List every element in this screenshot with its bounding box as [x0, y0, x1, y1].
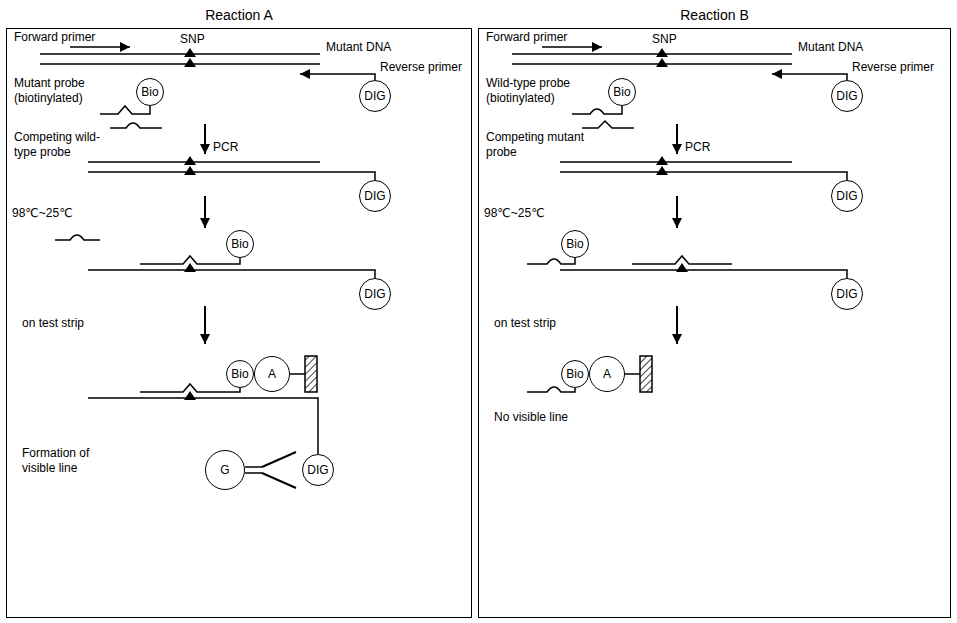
label-circle: DIG	[359, 80, 391, 112]
label-circle: Bio	[561, 360, 589, 388]
label-circle: Bio	[136, 78, 164, 106]
annotation-label: No visible line	[494, 410, 568, 425]
circle-label: DIG	[364, 90, 385, 102]
label-circle: DIG	[831, 180, 863, 212]
circle-label: G	[220, 464, 229, 476]
annotation-label: Wild-type probe (biotinylated)	[486, 76, 596, 106]
annotation-label: Forward primer	[486, 30, 567, 45]
annotation-label: 98℃~25℃	[12, 206, 73, 221]
circle-label: Bio	[613, 86, 630, 98]
annotation-label: PCR	[213, 140, 238, 155]
label-circle: DIG	[831, 278, 863, 310]
annotation-label: Formation of visible line	[22, 446, 112, 476]
label-circle: DIG	[831, 80, 863, 112]
annotation-label: Competing mutant probe	[486, 130, 586, 160]
annotation-label: PCR	[685, 140, 710, 155]
circle-label: DIG	[364, 190, 385, 202]
label-circle: Bio	[226, 360, 254, 388]
label-circle: G	[205, 450, 245, 490]
circle-label: DIG	[836, 288, 857, 300]
annotation-label: SNP	[652, 32, 677, 47]
annotation-label: 98℃~25℃	[484, 206, 545, 221]
annotation-label: on test strip	[22, 316, 84, 331]
label-circle: Bio	[608, 78, 636, 106]
panel-heading: Reaction A	[7, 7, 471, 23]
annotation-label: Reverse primer	[852, 60, 934, 75]
label-circle: A	[254, 356, 290, 392]
circle-label: A	[603, 368, 611, 380]
label-circle: DIG	[359, 180, 391, 212]
circle-label: DIG	[836, 90, 857, 102]
circle-label: DIG	[364, 288, 385, 300]
annotation-label: Forward primer	[14, 30, 95, 45]
label-circle: DIG	[359, 278, 391, 310]
circle-label: Bio	[566, 238, 583, 250]
circle-label: Bio	[231, 238, 248, 250]
circle-label: Bio	[141, 86, 158, 98]
annotation-label: Mutant probe (biotinylated)	[14, 76, 114, 106]
circle-label: A	[268, 368, 276, 380]
panel-heading: Reaction B	[479, 7, 950, 23]
label-circle: A	[589, 356, 625, 392]
circle-label: Bio	[566, 368, 583, 380]
reaction-b-art	[512, 47, 847, 392]
annotation-label: Mutant DNA	[798, 40, 863, 55]
annotation-label: Competing wild-type probe	[14, 130, 114, 160]
label-circle: Bio	[226, 230, 254, 258]
annotation-label: Reverse primer	[380, 60, 462, 75]
circle-label: DIG	[307, 464, 328, 476]
reaction-a-art	[40, 47, 375, 488]
annotation-label: on test strip	[494, 316, 556, 331]
annotation-label: Mutant DNA	[326, 40, 391, 55]
annotation-label: SNP	[180, 32, 205, 47]
label-circle: DIG	[302, 454, 334, 486]
circle-label: DIG	[836, 190, 857, 202]
circle-label: Bio	[231, 368, 248, 380]
label-circle: Bio	[561, 230, 589, 258]
